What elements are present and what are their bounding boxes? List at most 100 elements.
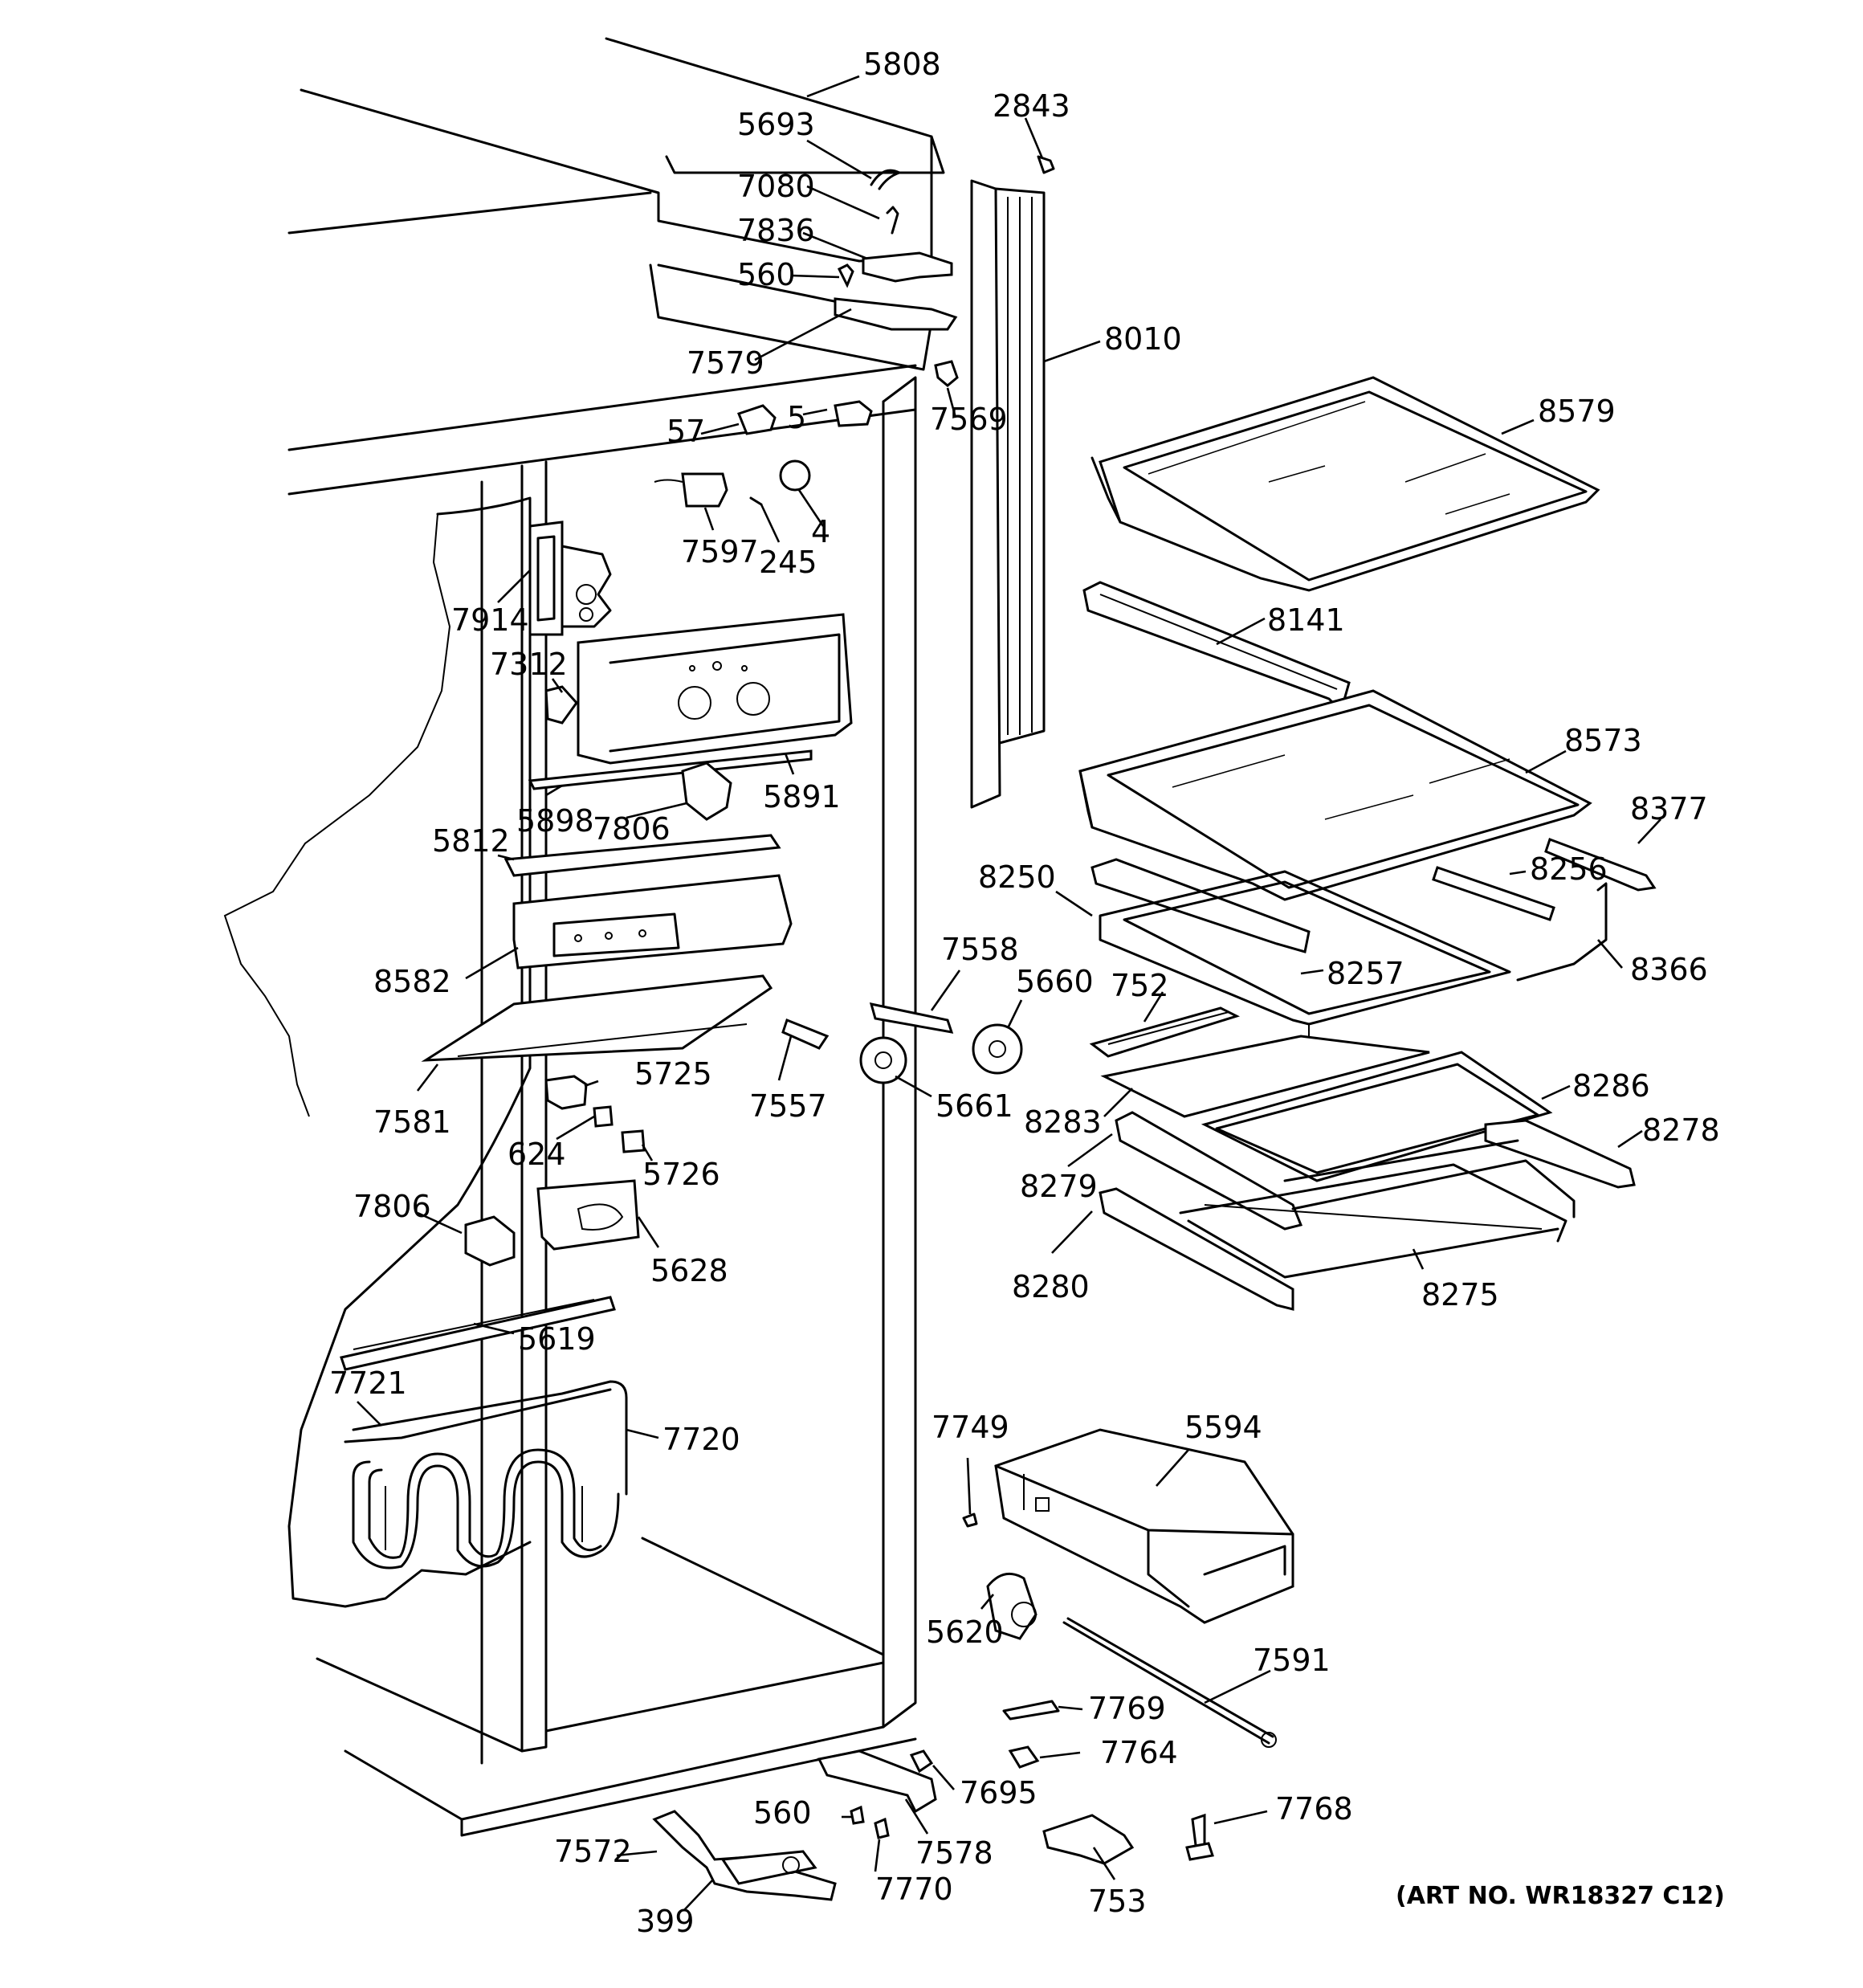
label-7770: 7770 bbox=[875, 1872, 953, 1907]
label-5812: 5812 bbox=[432, 823, 510, 859]
rail-5619 bbox=[340, 1296, 616, 1371]
bracket-753 bbox=[1042, 1814, 1135, 1865]
label-7597: 7597 bbox=[681, 534, 759, 569]
label-7749: 7749 bbox=[932, 1410, 1009, 1445]
hinge-7579 bbox=[834, 297, 958, 331]
wheel-5661 bbox=[859, 1036, 907, 1084]
screw-7749 bbox=[962, 1512, 978, 1528]
frame-8280-8275 bbox=[1099, 1163, 1567, 1311]
label-4: 4 bbox=[811, 514, 830, 549]
label-7806-top: 7806 bbox=[593, 811, 671, 847]
label-8279: 8279 bbox=[1020, 1169, 1098, 1204]
label-560-bottom: 560 bbox=[753, 1795, 812, 1831]
label-5: 5 bbox=[787, 400, 806, 435]
screw-560-top bbox=[837, 263, 854, 288]
label-7721: 7721 bbox=[329, 1365, 407, 1401]
switch-5 bbox=[834, 400, 873, 427]
wheel-5660 bbox=[972, 1023, 1023, 1075]
label-752: 752 bbox=[1111, 968, 1169, 1003]
label-8275: 8275 bbox=[1421, 1277, 1499, 1312]
small-hardware bbox=[652, 1512, 1277, 1901]
label-624: 624 bbox=[508, 1137, 566, 1172]
heater-7720 bbox=[344, 1380, 628, 1570]
mullion-strip-8010 bbox=[970, 155, 1055, 809]
label-7557: 7557 bbox=[749, 1088, 827, 1124]
label-5726: 5726 bbox=[642, 1157, 720, 1192]
knob-7806-bottom bbox=[464, 1215, 516, 1267]
label-8286: 8286 bbox=[1572, 1068, 1650, 1104]
label-7806-bottom: 7806 bbox=[353, 1189, 431, 1224]
frame-752 bbox=[1089, 1006, 1240, 1058]
label-5594: 5594 bbox=[1184, 1410, 1262, 1445]
leader-lines bbox=[357, 75, 1661, 1911]
label-753: 753 bbox=[1088, 1884, 1147, 1919]
control-housing bbox=[577, 613, 853, 765]
roller-7558 bbox=[869, 1002, 954, 1034]
label-7591: 7591 bbox=[1253, 1643, 1331, 1678]
cover-5812 bbox=[503, 834, 781, 877]
light-socket-4 bbox=[779, 459, 811, 492]
screw-7080 bbox=[886, 206, 899, 235]
shelf-8579 bbox=[1090, 376, 1600, 592]
hinge-399 bbox=[720, 1850, 817, 1885]
label-7720: 7720 bbox=[662, 1422, 740, 1457]
label-7312: 7312 bbox=[490, 647, 568, 682]
control-parts bbox=[340, 400, 873, 1371]
control-7914 bbox=[528, 520, 564, 636]
label-7768: 7768 bbox=[1275, 1791, 1353, 1827]
panel-8286 bbox=[1201, 1051, 1553, 1182]
hinge-7572 bbox=[652, 1810, 837, 1901]
top-hinge-assembly bbox=[834, 169, 959, 387]
label-399: 399 bbox=[636, 1904, 695, 1939]
clip-624 bbox=[593, 1105, 614, 1128]
bracket-5594 bbox=[994, 1428, 1294, 1624]
control-panel-8582 bbox=[512, 874, 793, 970]
rollers bbox=[781, 1002, 1023, 1084]
spring-5693 bbox=[870, 169, 901, 190]
tray-7581 bbox=[421, 974, 773, 1062]
wire-8366 bbox=[1516, 882, 1608, 982]
label-57: 57 bbox=[667, 414, 705, 449]
knob-7806-top bbox=[681, 761, 732, 821]
label-7579: 7579 bbox=[687, 345, 764, 381]
label-8366: 8366 bbox=[1630, 952, 1708, 987]
label-5891: 5891 bbox=[763, 779, 841, 814]
shelf-8573 bbox=[1078, 689, 1592, 901]
label-8257: 8257 bbox=[1327, 956, 1404, 991]
label-7914: 7914 bbox=[451, 602, 529, 638]
label-8010: 8010 bbox=[1104, 321, 1182, 357]
label-7769: 7769 bbox=[1088, 1691, 1166, 1726]
label-7695: 7695 bbox=[960, 1775, 1037, 1810]
label-7836: 7836 bbox=[737, 213, 815, 248]
label-8573: 8573 bbox=[1564, 723, 1642, 758]
label-8283: 8283 bbox=[1024, 1104, 1102, 1140]
duct-5628 bbox=[536, 1179, 640, 1251]
label-245: 245 bbox=[759, 545, 817, 580]
label-8250: 8250 bbox=[978, 859, 1056, 895]
hinge-7836 bbox=[862, 251, 953, 283]
bushing-7695 bbox=[909, 1749, 934, 1774]
label-7764: 7764 bbox=[1100, 1735, 1178, 1770]
screw-2843 bbox=[1037, 155, 1055, 174]
bracket-7578 bbox=[817, 1749, 937, 1814]
label-7572: 7572 bbox=[554, 1834, 632, 1869]
cover-8141 bbox=[1082, 581, 1351, 713]
label-5619: 5619 bbox=[518, 1321, 596, 1357]
bracket-5725 bbox=[544, 1075, 588, 1110]
pin-7557 bbox=[781, 1018, 830, 1050]
label-2843: 2843 bbox=[993, 88, 1070, 124]
label-8280: 8280 bbox=[1012, 1269, 1090, 1304]
label-8579: 8579 bbox=[1538, 394, 1616, 429]
label-5661: 5661 bbox=[936, 1088, 1013, 1124]
label-5660: 5660 bbox=[1016, 964, 1094, 999]
panel-8283 bbox=[1100, 1035, 1430, 1118]
thermostat-7597 bbox=[681, 472, 728, 508]
label-8141: 8141 bbox=[1267, 602, 1345, 638]
clip-5726 bbox=[621, 1129, 646, 1153]
label-560-top: 560 bbox=[737, 257, 796, 292]
spring-7764 bbox=[1008, 1745, 1040, 1769]
label-7080: 7080 bbox=[737, 169, 815, 204]
strip-5898 bbox=[528, 749, 813, 790]
label-7581: 7581 bbox=[373, 1104, 451, 1140]
